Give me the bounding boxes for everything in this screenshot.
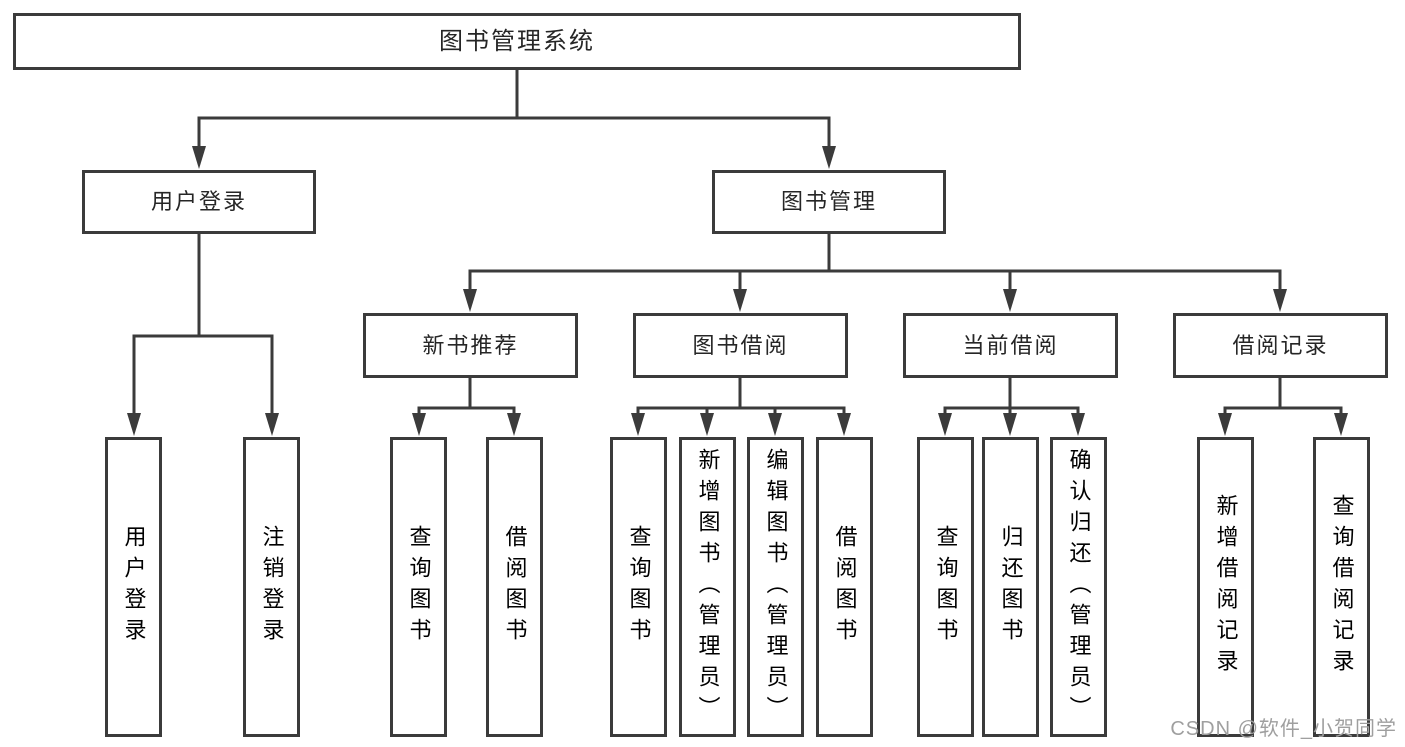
leaf-borrow-books-1-label: 借阅图书 (502, 525, 528, 649)
node-book-borrow: 图书借阅 (633, 313, 848, 378)
connector-elbow (412, 376, 521, 436)
leaf-user-login-label: 用户登录 (121, 525, 147, 649)
leaf-add-borrow-record-label: 新增借阅记录 (1213, 494, 1239, 680)
node-current-borrow: 当前借阅 (903, 313, 1118, 378)
arrowhead-down-icon (463, 289, 477, 312)
leaf-logout: 注销登录 (243, 437, 300, 737)
arrowhead-down-icon (1003, 413, 1017, 436)
leaf-confirm-return-admin: 确认归还（管理员） (1050, 437, 1107, 737)
arrowhead-down-icon (1334, 413, 1348, 436)
connector-elbow (463, 232, 1287, 312)
leaf-logout-label: 注销登录 (259, 525, 285, 649)
leaf-query-borrow-record-label: 查询借阅记录 (1329, 494, 1355, 680)
leaf-return-book: 归还图书 (982, 437, 1039, 737)
connector-path (197, 68, 831, 152)
leaf-query-books-2-label: 查询图书 (626, 525, 652, 649)
connector-elbow (127, 232, 279, 436)
node-current-borrow-label: 当前借阅 (962, 332, 1059, 358)
node-borrow-records: 借阅记录 (1173, 313, 1388, 378)
arrowhead-down-icon (700, 413, 714, 436)
leaf-edit-book-admin: 编辑图书（管理员） (747, 437, 804, 737)
arrowhead-down-icon (1218, 413, 1232, 436)
arrowhead-down-icon (938, 413, 952, 436)
node-user-login: 用户登录 (82, 170, 316, 234)
arrowhead-down-icon (837, 413, 851, 436)
arrowhead-down-icon (1071, 413, 1085, 436)
leaf-query-books-1: 查询图书 (390, 437, 447, 737)
leaf-query-books-3: 查询图书 (917, 437, 974, 737)
connector-path (943, 376, 1080, 419)
arrowhead-down-icon (822, 146, 836, 169)
connector-path (417, 376, 516, 419)
node-new-book-recommend: 新书推荐 (363, 313, 578, 378)
arrowhead-down-icon (1273, 289, 1287, 312)
leaf-query-books-2: 查询图书 (610, 437, 667, 737)
watermark-csdn: CSDN @软件_小贺同学 (1170, 718, 1397, 740)
arrowhead-down-icon (768, 413, 782, 436)
connector-elbow (938, 376, 1085, 436)
connector-path (132, 232, 274, 419)
connector-path (636, 376, 846, 419)
leaf-return-book-label: 归还图书 (998, 525, 1024, 649)
arrowhead-down-icon (412, 413, 426, 436)
leaf-query-books-3-label: 查询图书 (933, 525, 959, 649)
arrowhead-down-icon (265, 413, 279, 436)
leaf-confirm-return-admin-label: 确认归还（管理员） (1066, 447, 1092, 727)
connector-elbow (631, 376, 851, 436)
leaf-edit-book-admin-label: 编辑图书（管理员） (763, 447, 789, 727)
arrowhead-down-icon (127, 413, 141, 436)
connector-path (1223, 376, 1343, 419)
node-system-root-label: 图书管理系统 (439, 27, 595, 55)
node-new-book-recommend-label: 新书推荐 (422, 332, 519, 358)
leaf-borrow-books-1: 借阅图书 (486, 437, 543, 737)
leaf-add-book-admin-label: 新增图书（管理员） (695, 447, 721, 727)
node-book-borrow-label: 图书借阅 (692, 332, 789, 358)
connector-elbow (192, 68, 836, 169)
arrowhead-down-icon (192, 146, 206, 169)
connector-path (468, 232, 1282, 295)
arrowhead-down-icon (733, 289, 747, 312)
node-borrow-records-label: 借阅记录 (1232, 332, 1329, 358)
leaf-add-book-admin: 新增图书（管理员） (679, 437, 736, 737)
node-user-login-label: 用户登录 (150, 189, 247, 215)
node-book-management: 图书管理 (712, 170, 946, 234)
arrowhead-down-icon (1003, 289, 1017, 312)
leaf-add-borrow-record: 新增借阅记录 (1197, 437, 1254, 737)
arrowhead-down-icon (507, 413, 521, 436)
connector-elbow (1218, 376, 1348, 436)
leaf-user-login: 用户登录 (105, 437, 162, 737)
leaf-borrow-books-2: 借阅图书 (816, 437, 873, 737)
arrowhead-down-icon (631, 413, 645, 436)
leaf-borrow-books-2-label: 借阅图书 (832, 525, 858, 649)
leaf-query-borrow-record: 查询借阅记录 (1313, 437, 1370, 737)
node-system-root: 图书管理系统 (13, 13, 1021, 70)
leaf-query-books-1-label: 查询图书 (406, 525, 432, 649)
node-book-management-label: 图书管理 (780, 189, 877, 215)
